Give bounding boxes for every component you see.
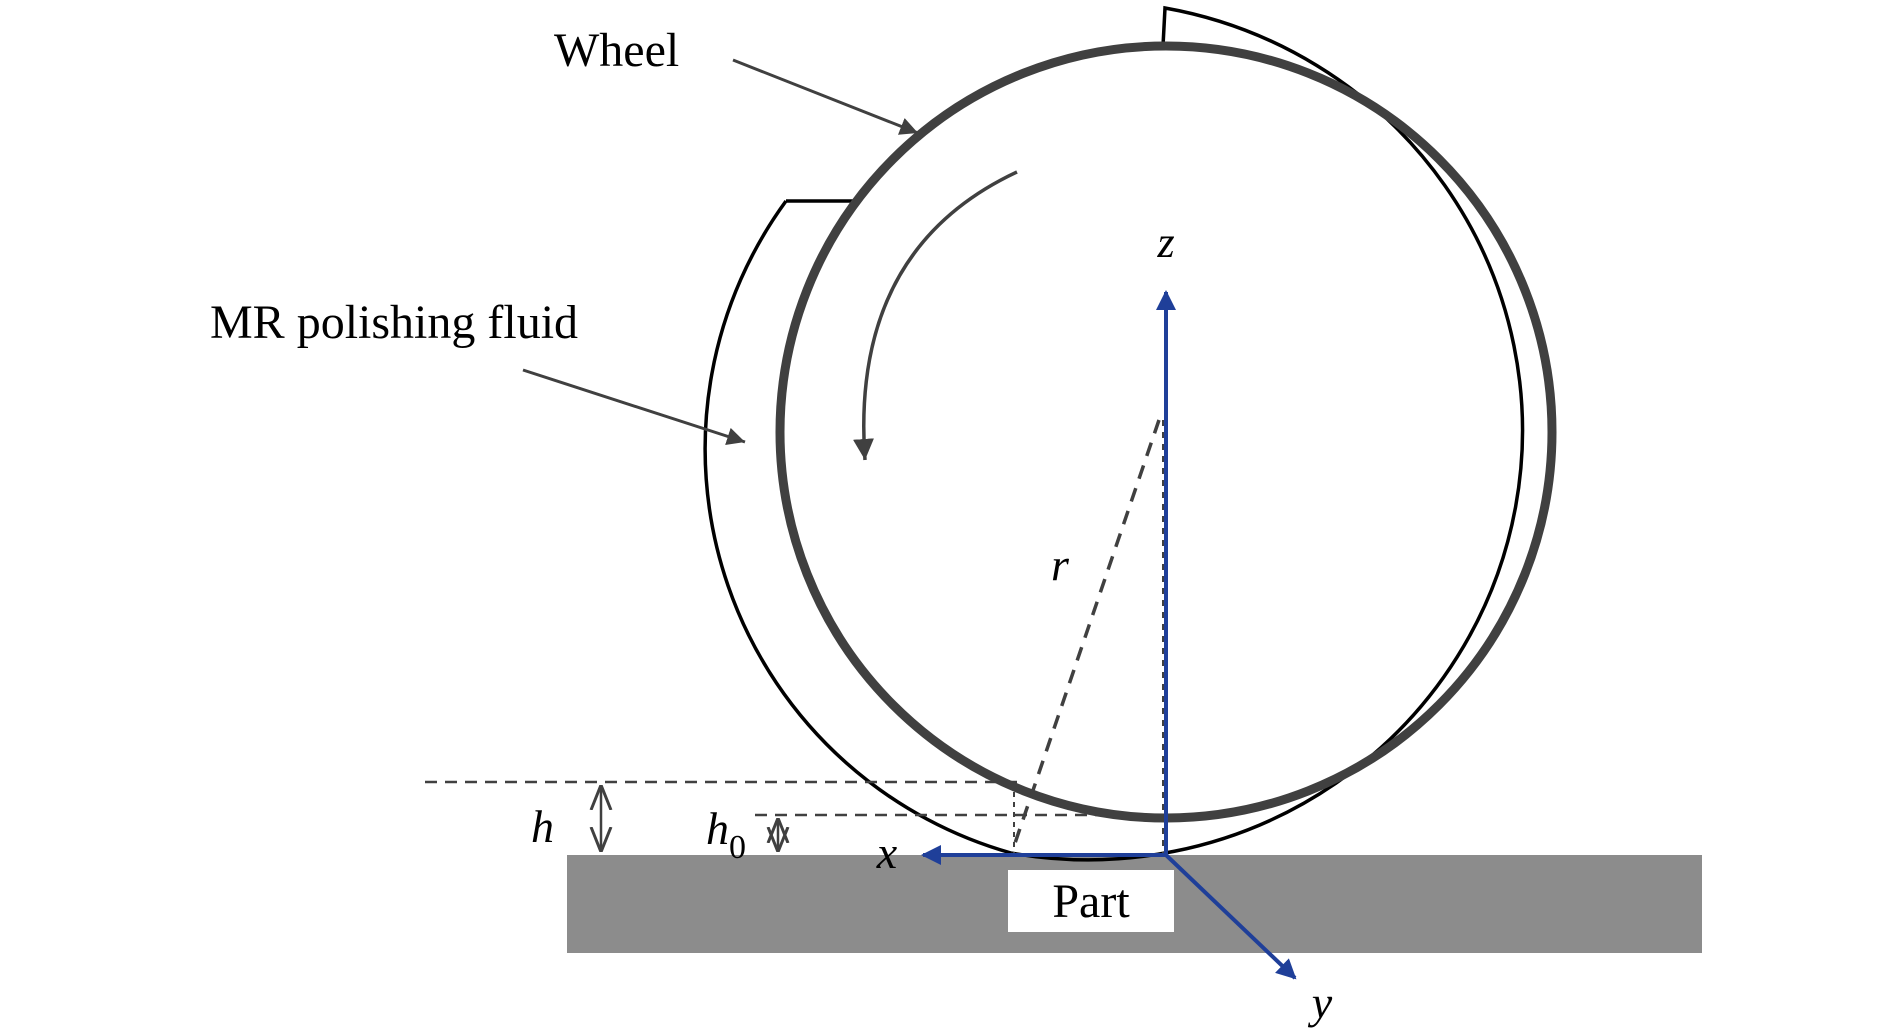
fluid-outer-arc	[1010, 5, 1525, 862]
z-axis-label: z	[1156, 218, 1174, 267]
y-axis	[1164, 853, 1297, 980]
y-axis-label: y	[1308, 977, 1333, 1028]
wheel-label: Wheel	[554, 24, 679, 77]
fluid-left-arc	[703, 199, 1012, 855]
part-label-box	[1008, 870, 1174, 932]
radius-label: r	[1051, 539, 1070, 590]
radius-line	[1010, 419, 1161, 853]
h0-label: h0	[706, 803, 746, 866]
h-label: h	[531, 801, 554, 852]
counterclockwise-arrow-icon	[853, 170, 1018, 461]
wheel-callout-arrow	[732, 58, 919, 135]
fluid-label: MR polishing fluid	[210, 296, 578, 349]
fluid-callout-arrow	[522, 368, 746, 446]
x-axis-label: x	[876, 827, 898, 878]
part-label: Part	[1052, 875, 1130, 928]
